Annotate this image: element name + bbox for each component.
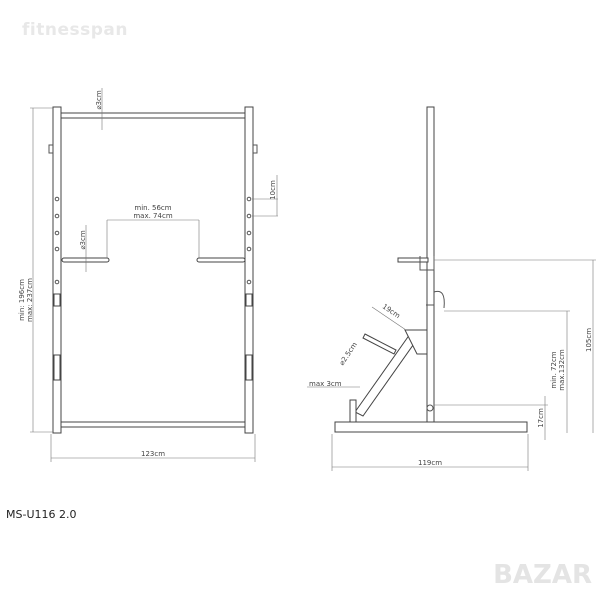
bottom-bar bbox=[60, 421, 246, 428]
storage-arm bbox=[362, 333, 397, 355]
base-height-label: 17cm bbox=[537, 408, 545, 428]
adjustment-holes bbox=[54, 196, 252, 285]
dip-spacing-max-label: max. 74cm bbox=[133, 212, 172, 220]
front-view: min: 196cm max: 237cm 123cm min. 56cm ma… bbox=[18, 88, 278, 462]
height-min-label: min: 196cm bbox=[18, 279, 26, 321]
pull-up-bar bbox=[60, 112, 246, 119]
side-post bbox=[426, 106, 435, 424]
right-post bbox=[244, 106, 254, 434]
hook-height-min-label: min. 72cm bbox=[550, 351, 558, 388]
dip-diameter-label: ⌀3cm bbox=[79, 230, 87, 250]
depth-label: 119cm bbox=[418, 459, 442, 467]
hole-spacing-label: 10cm bbox=[269, 180, 277, 200]
bazar-badge: BAZAR bbox=[493, 560, 592, 590]
height-max-label: max: 237cm bbox=[26, 278, 34, 322]
dip-height-label: 105cm bbox=[585, 328, 593, 352]
base bbox=[334, 421, 528, 433]
arm-diameter-label: ⌀2.5cm bbox=[338, 341, 359, 367]
offset-label: max 3cm bbox=[309, 380, 342, 388]
model-label: MS-U116 2.0 bbox=[6, 508, 77, 521]
top-bar-diameter-label: ⌀3cm bbox=[95, 90, 103, 110]
hook-height-max-label: max.132cm bbox=[558, 349, 566, 391]
arm-length-label: 19cm bbox=[381, 303, 402, 321]
dip-handle-right bbox=[196, 257, 246, 263]
side-dip-handle bbox=[397, 257, 429, 263]
dip-handle-left bbox=[61, 257, 110, 263]
left-post bbox=[52, 106, 62, 434]
side-view: 119cm 105cm min. 72cm max.132cm 17cm 19c… bbox=[307, 106, 596, 471]
dip-spacing-min-label: min. 56cm bbox=[134, 204, 171, 212]
width-label: 123cm bbox=[141, 450, 165, 458]
watermark-logo: fitnesspan bbox=[22, 20, 128, 40]
